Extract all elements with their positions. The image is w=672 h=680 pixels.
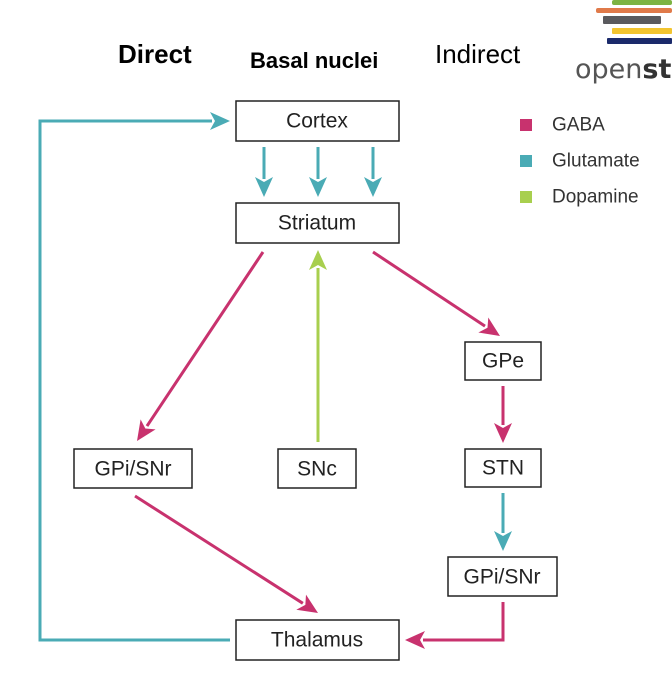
arrowhead-cortex-to-striatum bbox=[255, 177, 273, 197]
arrowhead-striatum-to-gpi_snr_direct bbox=[137, 419, 156, 441]
arrowhead-gpi_snr_direct-to-thalamus bbox=[296, 594, 318, 613]
node-stn: STN bbox=[464, 448, 542, 488]
legend-swatch-dopamine bbox=[520, 191, 532, 203]
node-label: SNc bbox=[297, 458, 337, 481]
arrow-striatum-to-gpe bbox=[372, 250, 486, 328]
node-gpi-snr-indirect: GPi/SNr bbox=[447, 556, 558, 597]
node-label: STN bbox=[482, 457, 524, 480]
legend-swatch-glutamate bbox=[520, 155, 532, 167]
node-gpi-snr-direct: GPi/SNr bbox=[73, 448, 193, 489]
node-label: Cortex bbox=[286, 110, 348, 133]
legend-label-glutamate: Glutamate bbox=[552, 151, 640, 172]
node-cortex: Cortex bbox=[235, 100, 400, 142]
arrow-thalamus-to-cortex bbox=[38, 119, 230, 642]
node-label: GPe bbox=[482, 350, 524, 373]
node-label: Thalamus bbox=[271, 629, 363, 652]
arrowhead-stn-to-gpi_snr_indirect bbox=[494, 531, 512, 551]
arrowhead-gpe-to-stn bbox=[494, 423, 512, 443]
node-snc: SNc bbox=[277, 448, 357, 489]
arrow-gpi_snr_indirect-to-thalamus bbox=[423, 602, 505, 642]
arrowhead-striatum-to-gpe bbox=[478, 317, 500, 336]
arrow-striatum-to-gpi_snr_direct bbox=[145, 251, 265, 427]
node-gpe: GPe bbox=[464, 341, 542, 381]
node-striatum: Striatum bbox=[235, 202, 400, 244]
arrowhead-thalamus-to-cortex bbox=[210, 112, 230, 130]
edges bbox=[38, 112, 512, 649]
arrowhead-cortex-to-striatum bbox=[309, 177, 327, 197]
node-label: Striatum bbox=[278, 212, 356, 235]
legend-label-gaba: GABA bbox=[552, 115, 605, 136]
arrowhead-gpi_snr_indirect-to-thalamus bbox=[405, 631, 425, 649]
arrowhead-cortex-to-striatum bbox=[364, 177, 382, 197]
node-thalamus: Thalamus bbox=[235, 619, 400, 661]
direct-heading: Direct bbox=[118, 39, 192, 69]
indirect-heading: Indirect bbox=[435, 39, 521, 69]
basal-nuclei-title: Basal nuclei bbox=[250, 48, 378, 73]
node-label: GPi/SNr bbox=[463, 566, 540, 589]
arrowhead-snc-to-striatum bbox=[309, 250, 327, 270]
legend: GABA Glutamate Dopamine bbox=[520, 115, 640, 208]
openstax-logo: opensta bbox=[575, 0, 672, 85]
legend-label-dopamine: Dopamine bbox=[552, 187, 639, 208]
arrow-gpi_snr_direct-to-thalamus bbox=[134, 494, 304, 605]
node-label: GPi/SNr bbox=[94, 458, 171, 481]
svg-text:opensta: opensta bbox=[575, 54, 672, 85]
legend-swatch-gaba bbox=[520, 119, 532, 131]
